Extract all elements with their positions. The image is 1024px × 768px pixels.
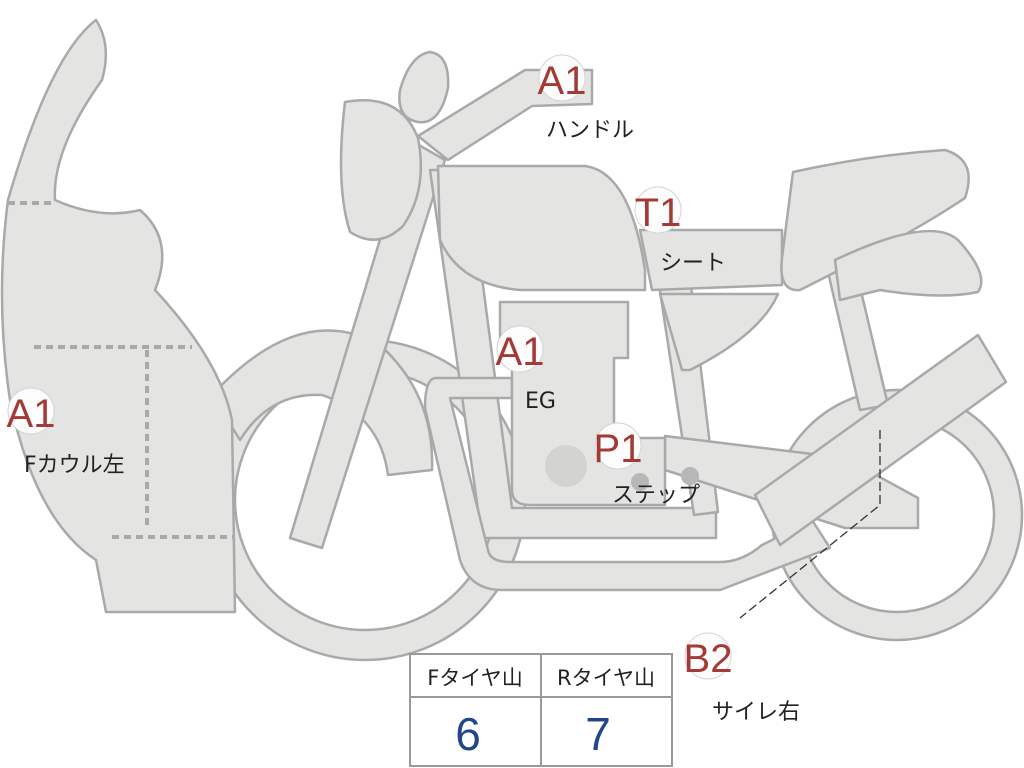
marker-code: A1 [496, 330, 545, 374]
marker-code: P1 [594, 427, 643, 471]
marker-badge [634, 186, 682, 234]
marker-label: EG [525, 389, 556, 414]
engine-cover [545, 445, 587, 487]
tail-fender [833, 229, 983, 302]
mirror [398, 50, 450, 124]
marker-badge [538, 54, 586, 102]
marker-badge [496, 325, 544, 373]
cowl-panel-seams [8, 201, 235, 539]
marker-badge [684, 632, 732, 680]
marker-code: B2 [684, 637, 733, 681]
marker-label: ハンドル [546, 118, 634, 143]
marker-fcowl-left[interactable]: A1 Fカウル左 [7, 387, 125, 478]
marker-step[interactable]: P1 ステップ [594, 422, 700, 508]
marker-handle[interactable]: A1 ハンドル [538, 54, 634, 143]
front-tire-value: 6 [455, 708, 481, 760]
marker-badge [7, 387, 55, 435]
tire-tread-table: Fタイヤ山 Rタイヤ山 6 7 [409, 653, 673, 767]
marker-label: シート [660, 251, 726, 276]
marker-seat[interactable]: T1 シート [634, 186, 726, 276]
step-peg-1 [631, 473, 649, 491]
marker-label: ステップ [612, 483, 700, 508]
seat [638, 228, 784, 292]
front-fork [288, 138, 447, 550]
front-tire-header: Fタイヤ山 [427, 666, 522, 690]
rear-tire-value: 7 [585, 708, 611, 760]
marker-engine[interactable]: A1 EG [496, 325, 556, 414]
marker-label: サイレ右 [712, 700, 800, 725]
marker-badge [594, 422, 642, 470]
front-cowl [0, 18, 237, 614]
step-peg-2 [681, 467, 699, 485]
headlight [339, 98, 423, 241]
tail-cowl [780, 148, 970, 292]
marker-code: A1 [538, 59, 587, 103]
marker-code: T1 [635, 191, 682, 235]
marker-label: Fカウル左 [24, 453, 125, 478]
fuel-tank [436, 164, 647, 292]
marker-muffler-right[interactable]: B2 サイレ右 [684, 632, 800, 725]
side-cover [658, 292, 780, 372]
marker-code: A1 [7, 392, 56, 436]
rear-tire-header: Rタイヤ山 [557, 666, 655, 690]
muffler [753, 333, 1008, 547]
exhaust-pipe [423, 376, 832, 592]
